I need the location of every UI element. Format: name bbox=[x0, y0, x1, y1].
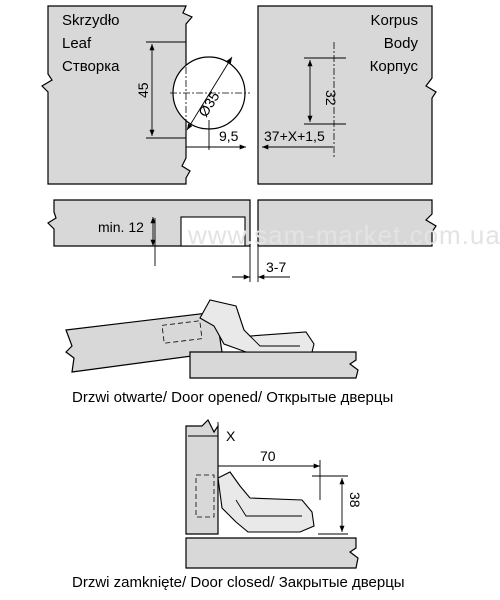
section-view: www.sam-market.com.ua min. 12 3-7 bbox=[47, 199, 500, 282]
gap-label: 3-7 bbox=[266, 259, 286, 275]
body-label-ru: Корпус bbox=[370, 58, 419, 75]
body-label-pl: Korpus bbox=[370, 12, 418, 29]
caption-door-closed: Drzwi zamknięte/ Door closed/ Закрытые д… bbox=[72, 574, 405, 591]
door-opened-drawing: Drzwi otwarte/ Door opened/ Открытые две… bbox=[65, 299, 393, 406]
body-label-en: Body bbox=[384, 35, 419, 52]
leaf-panel: Skrzydło Leaf Створка Ø35 45 9,5 bbox=[41, 5, 250, 185]
door-closed-drawing: X 70 38 Drzwi zamknięte/ Door closed/ За… bbox=[72, 418, 405, 591]
leaf-label-pl: Skrzydło bbox=[62, 12, 120, 29]
dim-32-label: 32 bbox=[323, 90, 339, 106]
dim-body-offset-label: 37+X+1,5 bbox=[264, 128, 325, 144]
diameter-arrow bbox=[186, 56, 233, 131]
hinge-arm-open bbox=[199, 299, 315, 353]
overlay-label: X bbox=[226, 428, 236, 444]
dim-9-5-label: 9,5 bbox=[219, 128, 239, 144]
dim-70-label: 70 bbox=[260, 448, 276, 464]
caption-door-opened: Drzwi otwarte/ Door opened/ Открытые две… bbox=[72, 389, 393, 406]
hinge-arm-closed bbox=[217, 471, 315, 533]
cup-recess bbox=[180, 216, 246, 247]
watermark: www.sam-market.com.ua bbox=[187, 220, 500, 250]
body-panel: Korpus Body Корпус 32 37+X+1,5 bbox=[257, 5, 437, 185]
leaf-label-en: Leaf bbox=[62, 35, 92, 52]
dim-38-label: 38 bbox=[347, 492, 363, 508]
min-thickness-label: min. 12 bbox=[98, 219, 144, 235]
dim-45-label: 45 bbox=[135, 82, 151, 98]
leaf-label-ru: Створка bbox=[62, 58, 120, 75]
